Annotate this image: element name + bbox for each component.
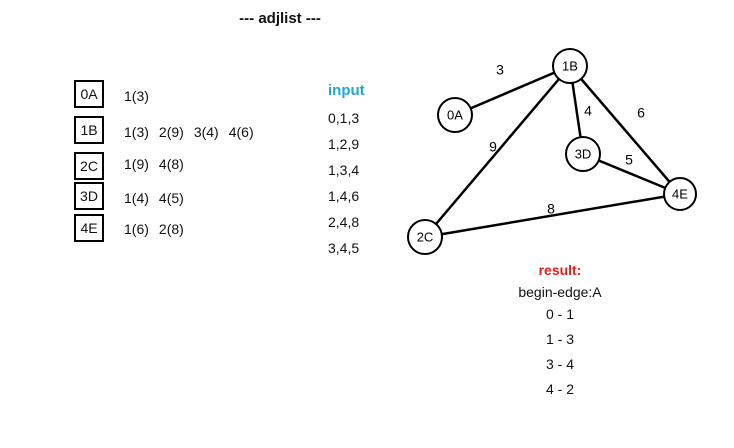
adjlist-node-box: 3D bbox=[74, 182, 104, 210]
result-line: 3 - 4 bbox=[545, 356, 574, 372]
graph-node-label: 4E bbox=[672, 186, 688, 201]
result-line: 0 - 1 bbox=[545, 306, 574, 322]
edge-weight-label: 4 bbox=[584, 103, 592, 119]
edge-weight-label: 5 bbox=[625, 152, 633, 168]
adjlist-neighbors: 1(4) 4(5) bbox=[124, 190, 194, 206]
adjlist-neighbor: 1(3) bbox=[124, 124, 149, 140]
adjlist-node-box: 0A bbox=[74, 80, 104, 108]
result-subtitle: begin-edge:A bbox=[518, 284, 602, 300]
graph-edge bbox=[454, 64, 571, 117]
graph-node bbox=[663, 177, 697, 211]
adjlist-neighbor: 4(6) bbox=[228, 124, 254, 140]
adjlist-neighbor: 4(5) bbox=[158, 190, 184, 206]
graph-node-label: 2C bbox=[417, 229, 434, 244]
input-line: 1,3,4 bbox=[328, 162, 360, 178]
edge-weight-label: 6 bbox=[637, 105, 645, 121]
graph-node-label: 0A bbox=[447, 107, 463, 122]
adjlist-neighbor: 1(6) bbox=[124, 221, 149, 237]
adjlist-neighbor: 1(9) bbox=[124, 156, 149, 172]
input-line: 0,1,3 bbox=[328, 110, 360, 126]
adjlist-neighbors: 1(3) 2(9) 3(4) 4(6) bbox=[124, 124, 264, 140]
input-line: 2,4,8 bbox=[328, 214, 360, 230]
adjlist-node-box: 1B bbox=[74, 116, 104, 144]
graph-node bbox=[552, 48, 588, 84]
adjlist-neighbor: 3(4) bbox=[193, 124, 219, 140]
adjlist-node-box: 4E bbox=[74, 214, 104, 242]
input-line: 1,4,6 bbox=[328, 188, 360, 204]
graph-edge bbox=[569, 65, 681, 195]
graph-node-label: 3D bbox=[575, 146, 592, 161]
input-title: input bbox=[328, 82, 365, 99]
result-line: 4 - 2 bbox=[545, 381, 574, 397]
graph-edge bbox=[424, 192, 681, 239]
graph-node-label: 1B bbox=[562, 58, 578, 73]
adjlist-neighbor: 1(3) bbox=[124, 88, 149, 104]
edge-weight-label: 8 bbox=[547, 201, 555, 217]
graph-node bbox=[565, 136, 601, 172]
result-title: result: bbox=[538, 262, 582, 278]
input-line: 3,4,5 bbox=[328, 240, 360, 256]
adjlist-neighbors: 1(6) 2(8) bbox=[124, 221, 194, 237]
adjlist-neighbor: 4(8) bbox=[158, 156, 184, 172]
result-line: 1 - 3 bbox=[545, 331, 574, 347]
graph-node bbox=[407, 219, 443, 255]
adjlist-neighbors: 1(3) bbox=[124, 88, 159, 104]
input-line: 1,2,9 bbox=[328, 136, 360, 152]
adjlist-node-box: 2C bbox=[74, 152, 104, 180]
edge-weight-label: 9 bbox=[489, 139, 497, 155]
adjlist-neighbor: 2(8) bbox=[158, 221, 184, 237]
graph-node bbox=[437, 97, 473, 133]
diagram-title: --- adjlist --- bbox=[239, 10, 321, 27]
graph-edge bbox=[424, 65, 571, 238]
edge-weight-label: 3 bbox=[496, 62, 504, 78]
adjlist-neighbors: 1(9) 4(8) bbox=[124, 156, 194, 172]
adjlist-neighbor: 2(9) bbox=[158, 124, 184, 140]
adjlist-neighbor: 1(4) bbox=[124, 190, 149, 206]
